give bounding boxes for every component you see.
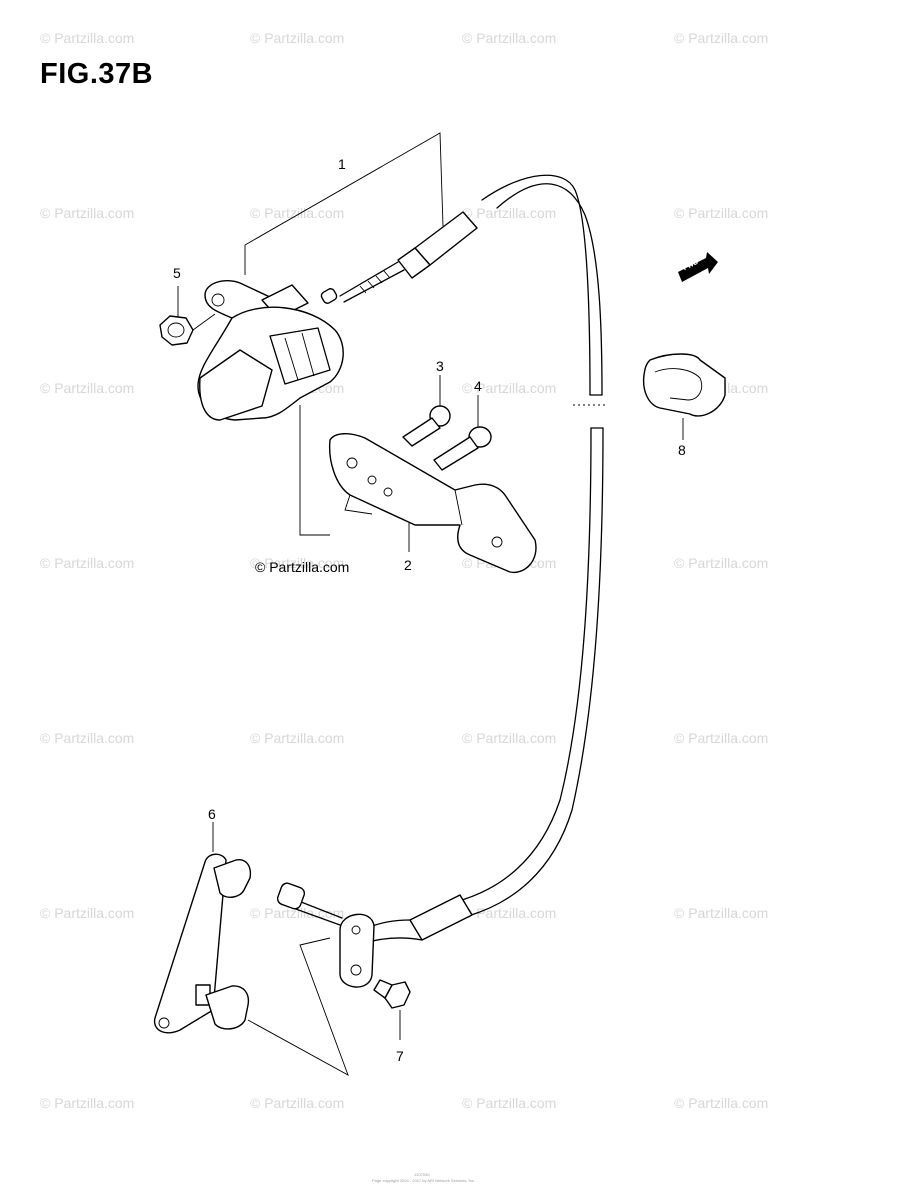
watermark: © Partzilla.com [462,205,557,221]
callout-8: 8 [678,442,686,458]
part-6-lever [153,822,252,1034]
watermark: © Partzilla.com [40,1095,135,1111]
footer-code: 1207030 [414,1172,430,1177]
callout-3: 3 [436,358,444,374]
center-watermark: © Partzilla.com [255,559,350,575]
watermark: © Partzilla.com [462,380,557,396]
callout-4: 4 [474,378,482,394]
footer-copyright: Page copyright 2004 - 2017 by ARI Networ… [372,1178,475,1183]
fwd-arrow-icon [678,252,718,282]
watermark: © Partzilla.com [250,205,345,221]
callout-7: 7 [396,1048,404,1064]
watermark: © Partzilla.com [250,730,345,746]
callout-5: 5 [173,265,181,281]
callout-6: 6 [208,806,216,822]
watermark: © Partzilla.com [674,555,769,571]
watermark: © Partzilla.com [40,30,135,46]
watermark: © Partzilla.com [674,1095,769,1111]
leader-2 [299,405,330,536]
watermark: © Partzilla.com [40,730,135,746]
callout-1: 1 [338,156,346,172]
part-5-nut [159,286,216,346]
part-4-screw [433,395,492,471]
watermark: © Partzilla.com [462,1095,557,1111]
watermark: © Partzilla.com [674,730,769,746]
part-1-control-cable [276,174,604,988]
watermark: © Partzilla.com [40,205,135,221]
watermark: © Partzilla.com [40,380,135,396]
watermark: © Partzilla.com [674,30,769,46]
watermark: © Partzilla.com [462,730,557,746]
watermark: © Partzilla.com [250,555,345,571]
watermark: © Partzilla.com [40,905,135,921]
watermark: © Partzilla.com [462,30,557,46]
figure-title: FIG.37B [40,58,154,90]
watermark: © Partzilla.com [250,1095,345,1111]
watermark: © Partzilla.com [40,555,135,571]
watermark: © Partzilla.com [250,30,345,46]
part-2-bracket [328,433,537,574]
part-7-bolt [373,979,411,1040]
callout-2: 2 [404,557,412,573]
watermark: © Partzilla.com [674,205,769,221]
part-8-clip [642,353,726,440]
watermark: © Partzilla.com [674,905,769,921]
part-1-knob-assembly [197,279,344,421]
leader-1 [244,132,444,275]
leader-diamond [247,937,349,1076]
watermark: © Partzilla.com [462,905,557,921]
part-3-screw [402,375,451,447]
